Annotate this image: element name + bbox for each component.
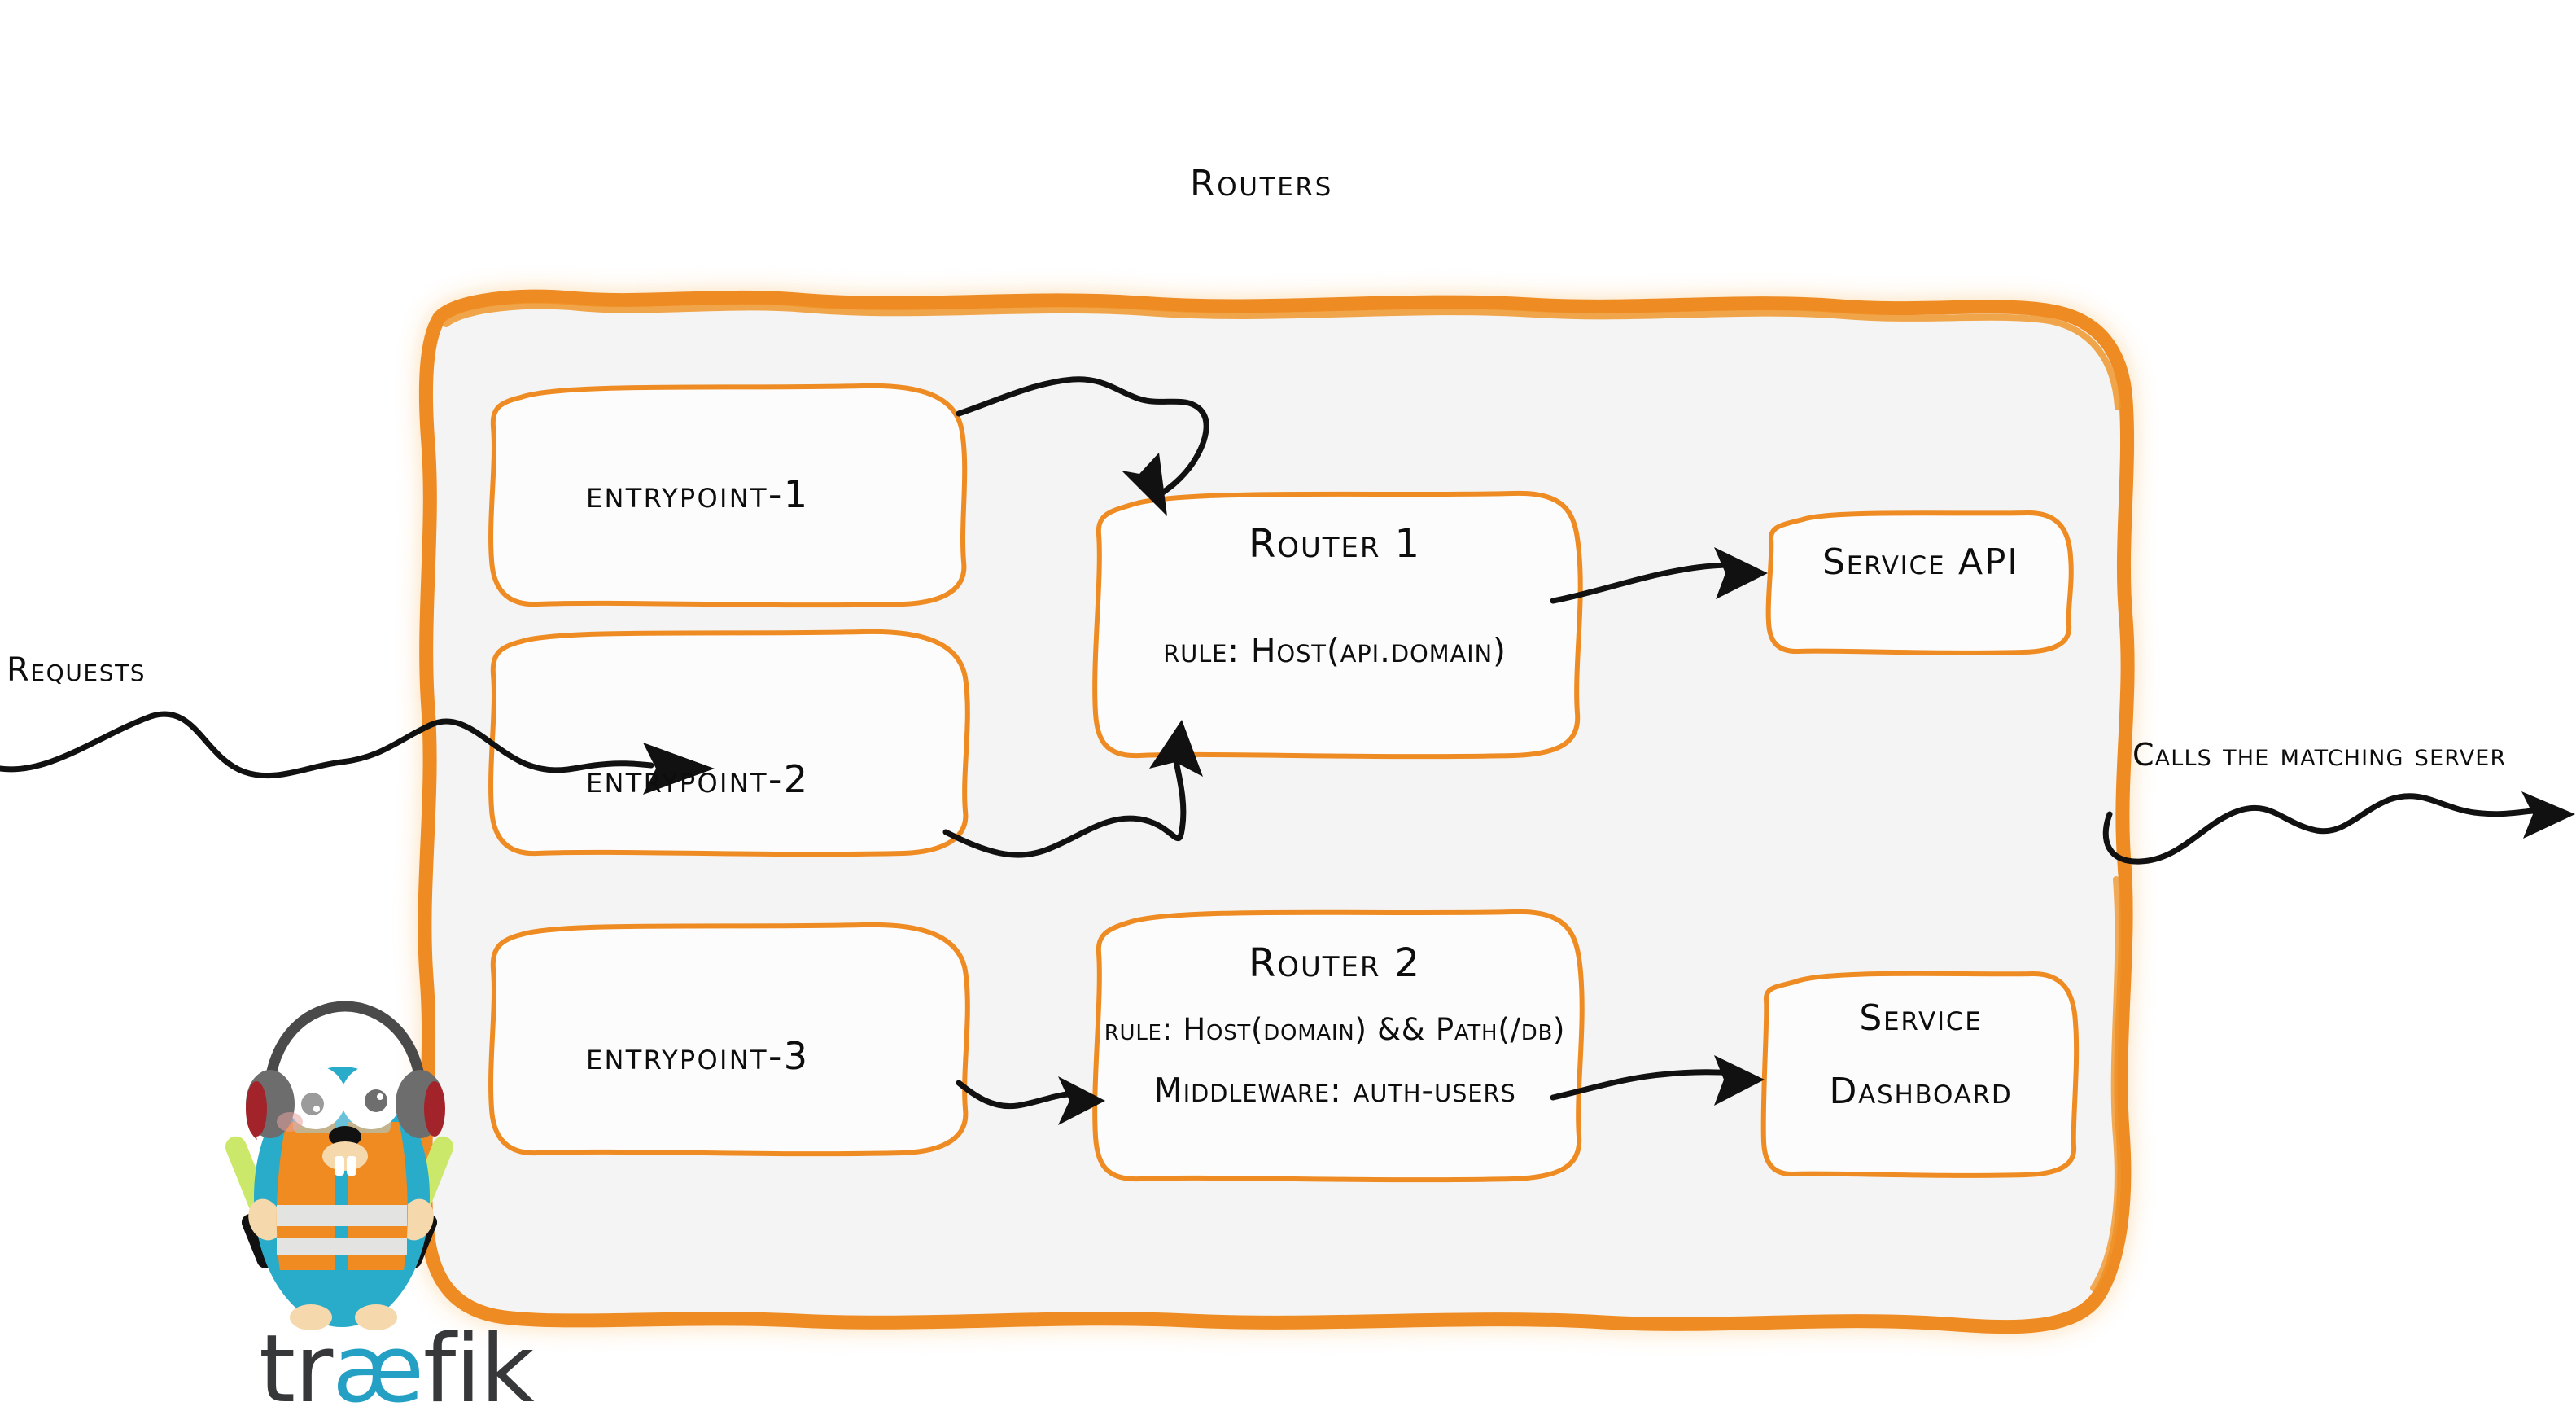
calls-matching-server-label: Calls the matching server (2132, 737, 2507, 773)
entrypoint-3-label: entrypoint-3 (586, 1034, 810, 1078)
traefik-logo-wordmark: træfik (259, 1323, 535, 1417)
entrypoint-1-label: entrypoint-1 (586, 472, 810, 516)
marshalling-wand-left (225, 1136, 280, 1268)
wordmark-post: fik (422, 1315, 535, 1424)
page-title: Routers (1190, 163, 1333, 204)
service-dashboard-label-line1: Service (1859, 997, 1983, 1039)
router-2-rule: rule: Host(domain) && Path(/db) (1104, 1012, 1566, 1047)
gopher-face (286, 1066, 401, 1176)
router-2-title: Router 2 (1248, 940, 1422, 986)
router-1-rule: rule: Host(api.domain) (1163, 631, 1507, 670)
gopher-headphones (246, 1001, 445, 1140)
gopher-safety-vest (276, 1122, 408, 1270)
wordmark-ae-ligature: æ (332, 1315, 424, 1424)
wordmark-pre: tr (259, 1315, 333, 1424)
routers-container (418, 289, 2135, 1334)
router-1-title: Router 1 (1248, 521, 1422, 567)
service-dashboard-label-line2: Dashboard (1829, 1071, 2013, 1112)
arrow-ep2-router1 (942, 720, 1203, 858)
traefik-gopher-mascot (225, 1001, 454, 1330)
requests-label: Requests (7, 651, 147, 689)
marshalling-wand-right (399, 1136, 454, 1268)
arrow-router1-service-api (1550, 547, 1768, 604)
arrow-calls-out (2102, 791, 2575, 865)
arrow-ep1-router1 (956, 376, 1209, 516)
router-2-middleware: Middleware: auth-users (1153, 1071, 1516, 1110)
gopher-body (254, 1067, 430, 1327)
entrypoint-2-label: entrypoint-2 (586, 757, 810, 801)
service-api-label: Service API (1822, 541, 2019, 583)
entrypoint-box-2[interactable] (488, 629, 970, 857)
